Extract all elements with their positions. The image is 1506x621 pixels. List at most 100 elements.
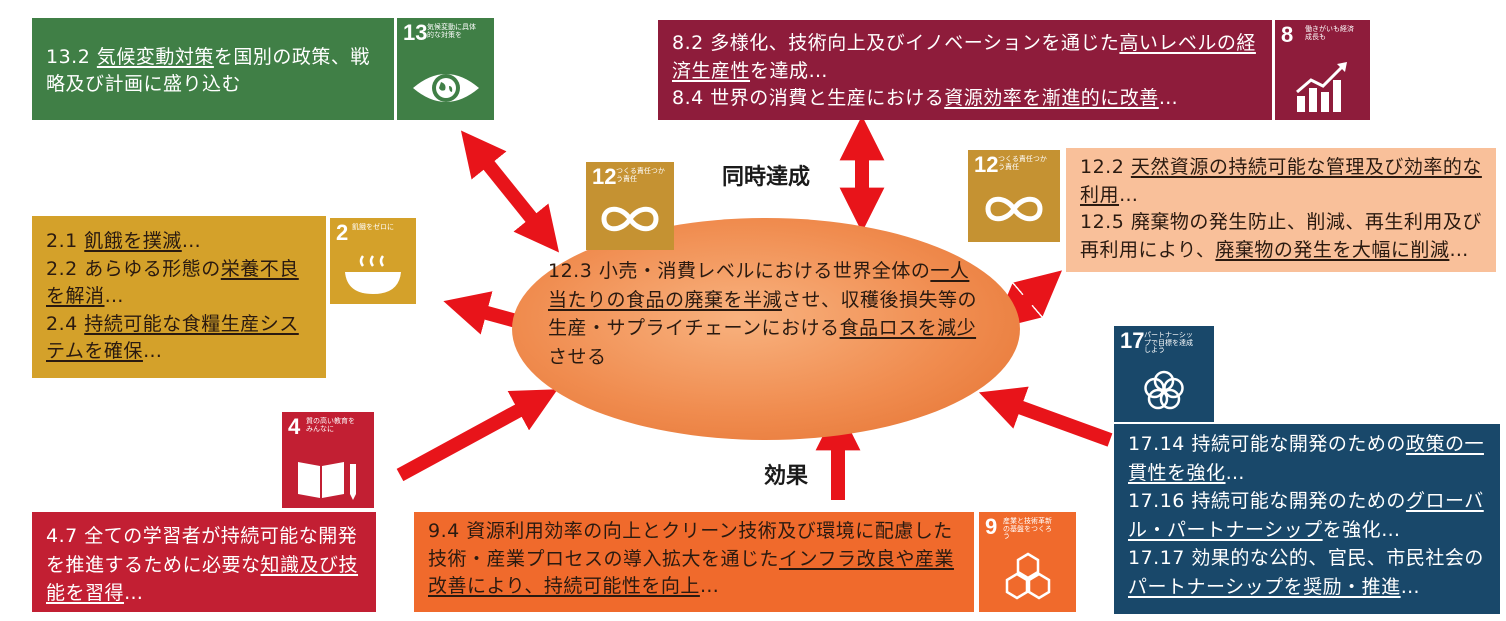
goal2-text-3: 2.2 あらゆる形態の (46, 257, 221, 280)
goal2-text-2: … (181, 230, 202, 252)
goal13-number: 13 (403, 20, 428, 45)
goal17-text-6: … (1400, 575, 1421, 598)
goal2-underline-3: 持続可能な食糧生産システムを確保 (46, 312, 299, 363)
arrow-goal17 (978, 386, 1113, 447)
goal12-underline-1: 天然資源の持続可能な管理及び効率的な利用 (1080, 156, 1482, 206)
cubes-icon (1005, 552, 1051, 600)
goal12-right-number: 12 (974, 152, 999, 177)
goal8-number: 8 (1281, 22, 1294, 47)
goal2-line-22: 2.2 あらゆる形態の栄養不良を解消… (46, 256, 318, 311)
goal4-box: 4.7 全ての学習者が持続可能な開発を推進するために必要な知識及び技能を習得… (32, 512, 376, 612)
goal2-underline-1: 飢餓を撲滅 (84, 230, 182, 252)
globe-eye-icon (413, 74, 479, 102)
goal17-text-1: 17.14 持続可能な開発のための (1128, 433, 1406, 455)
center-target-text: 12.3 小売・消費レベルにおける世界全体の一人当たりの食品の廃棄を半減させ、収… (548, 257, 988, 371)
goal12-line-122: 12.2 天然資源の持続可能な管理及び効率的な利用… (1080, 154, 1488, 209)
goal4-underline-1: 知識及び技能を習得 (46, 553, 359, 605)
center-text-3: させる (548, 345, 607, 368)
goal12-text-1: 12.2 (1080, 156, 1131, 178)
goal17-text-5: 17.17 効果的な公的、官民、市民社会の (1128, 547, 1484, 569)
goal13-box: 13.2 気候変動対策を国別の政策、戦略及び計画に盛り込む (32, 18, 394, 120)
center-text-1: 12.3 小売・消費レベルにおける世界全体の (548, 260, 931, 282)
goal12-text-2: … (1119, 183, 1139, 206)
goal17-underline-2: グローバル・パートナーシップ (1128, 490, 1484, 541)
goal2-text-5: 2.4 (46, 312, 85, 335)
goal17-underline-3: パートナーシップを奨励・推進 (1128, 575, 1401, 598)
goal13-icon-tile: 13 気候変動に具体的な対策を (394, 18, 494, 120)
goal9-number: 9 (985, 514, 998, 539)
goal4-icon-tile: 4 質の高い教育をみんなに (282, 412, 374, 508)
goal17-text-4: を強化… (1322, 518, 1401, 541)
goal2-text-1: 2.1 (46, 230, 85, 252)
goal17-icon-tile: 17 パートナーシップで目標を達成しよう (1114, 326, 1214, 422)
goal8-small-label: 働きがいも経済成長も (1305, 25, 1354, 41)
goal17-text-2: … (1225, 461, 1246, 484)
center-underline-2: 食品ロスを減少 (839, 317, 977, 339)
goal9-text-2: … (699, 575, 720, 598)
goal8-line-82: 8.2 多様化、技術向上及びイノベーションを通じた高いレベルの経済生産性を達成… (672, 30, 1264, 85)
goal17-text-3: 17.16 持続可能な開発のための (1128, 490, 1406, 512)
goal4-number: 4 (288, 414, 301, 439)
goal12-text-4: … (1449, 238, 1469, 261)
goal9-box: 9.4 資源利用効率の向上とクリーン技術及び環境に配慮した技術・産業プロセスの導… (414, 512, 974, 612)
goal17-line-1717: 17.17 効果的な公的、官民、市民社会のパートナーシップを奨励・推進… (1128, 544, 1494, 601)
goal17-box: 17.14 持続可能な開発のための政策の一貫性を強化… 17.16 持続可能な開… (1114, 424, 1500, 614)
arrow-goal2 (443, 291, 522, 335)
goal2-icon-tile: 2 飢餓をゼロに (330, 218, 416, 304)
goal17-line-1714: 17.14 持続可能な開発のための政策の一貫性を強化… (1128, 430, 1494, 487)
goal12-underline-2: 廃棄物の発生を大幅に削減 (1215, 238, 1450, 261)
goal13-underline-1: 気候変動対策 (96, 46, 214, 68)
goal8-underline-1: 高いレベルの経済生産性 (672, 32, 1256, 82)
goal13-small-label: 気候変動に具体的な対策を (427, 23, 476, 39)
goal12-right-icon-tile: 12 つくる責任つかう責任 (968, 150, 1060, 242)
goal9-icon-tile: 9 産業と技術革新の基盤をつくろう (976, 512, 1076, 612)
goal12-left-icon-tile: 12 つくる責任つかう責任 (586, 162, 674, 250)
goal2-number: 2 (336, 220, 349, 245)
goal8-text-2: を達成… (750, 59, 829, 82)
goal4-text-2: … (124, 582, 144, 604)
goal8-box: 8.2 多様化、技術向上及びイノベーションを通じた高いレベルの経済生産性を達成…… (658, 20, 1272, 120)
goal12-left-small-label: つくる責任つかう責任 (616, 167, 665, 183)
center-underline-1: 一人当たりの食品の廃棄を半減 (548, 260, 970, 311)
goal8-icon-tile: 8 働きがいも経済成長も (1272, 20, 1370, 120)
arrow-goal4 (396, 389, 558, 482)
goal12-box: 12.2 天然資源の持続可能な管理及び効率的な利用… 12.5 廃棄物の発生防止… (1066, 148, 1496, 272)
goal8-text-3: 8.4 世界の消費と生産における (672, 87, 945, 110)
goal8-text-1: 8.2 多様化、技術向上及びイノベーションを通じた (672, 32, 1120, 54)
goal4-text-1: 4.7 全ての学習者が持続可能な開発を推進するために必要な (46, 525, 358, 576)
center-text-2: させ、収穫後損失等の生産・サプライチェーンにおける (548, 288, 978, 340)
goal17-underline-1: 政策の一貫性を強化 (1128, 433, 1484, 484)
goal8-text-4: … (1158, 87, 1179, 110)
label-effect: 効果 (764, 464, 809, 489)
goal12-left-number: 12 (592, 164, 617, 189)
goal2-line-21: 2.1 飢餓を撲滅… (46, 228, 318, 256)
goal17-number: 17 (1120, 328, 1145, 353)
goal17-small-label: パートナーシップで目標を達成しよう (1144, 331, 1193, 355)
center-ellipse (512, 218, 1020, 440)
infinity-icon (601, 206, 659, 232)
goal4-small-label: 質の高い教育をみんなに (306, 417, 355, 433)
label-simultaneous: 同時達成 (722, 165, 811, 190)
goal17-line-1716: 17.16 持続可能な開発のためのグローバル・パートナーシップを強化… (1128, 487, 1494, 544)
goal2-box: 2.1 飢餓を撲滅… 2.2 あらゆる形態の栄養不良を解消… 2.4 持続可能な… (32, 216, 326, 378)
goal12-line-125: 12.5 廃棄物の発生防止、削減、再生利用及び再利用により、廃棄物の発生を大幅に… (1080, 209, 1488, 264)
bowl-icon (345, 255, 401, 294)
growth-chart-icon (1296, 62, 1347, 112)
goal13-text-1: 13.2 (46, 46, 97, 68)
goal12-right-small-label: つくる責任つかう責任 (998, 155, 1047, 171)
goal2-line-24: 2.4 持続可能な食糧生産システムを確保… (46, 311, 318, 366)
goal2-text-6: … (142, 340, 163, 363)
goal9-underline-1: インフラ改良や産業改善により、持続可能性を向上 (428, 547, 954, 598)
goal9-small-label: 産業と技術革新の基盤をつくろう (1003, 517, 1052, 541)
book-pencil-icon (298, 462, 356, 500)
goal13-text-2: を国別の政策、戦略及び計画に盛り込む (46, 46, 370, 95)
goal8-line-84: 8.4 世界の消費と生産における資源効率を漸進的に改善… (672, 85, 1264, 113)
goal8-underline-2: 資源効率を漸進的に改善 (944, 87, 1159, 110)
infinity-icon (985, 196, 1043, 222)
goal12-text-3: 12.5 廃棄物の発生防止、削減、再生利用及び再利用により、 (1080, 211, 1482, 261)
flower-rings-icon (1144, 370, 1184, 410)
goal2-underline-2: 栄養不良を解消 (46, 257, 299, 308)
goal9-text-1: 9.4 資源利用効率の向上とクリーン技術及び環境に配慮した技術・産業プロセスの導… (428, 520, 953, 570)
goal2-text-4: … (104, 285, 125, 308)
